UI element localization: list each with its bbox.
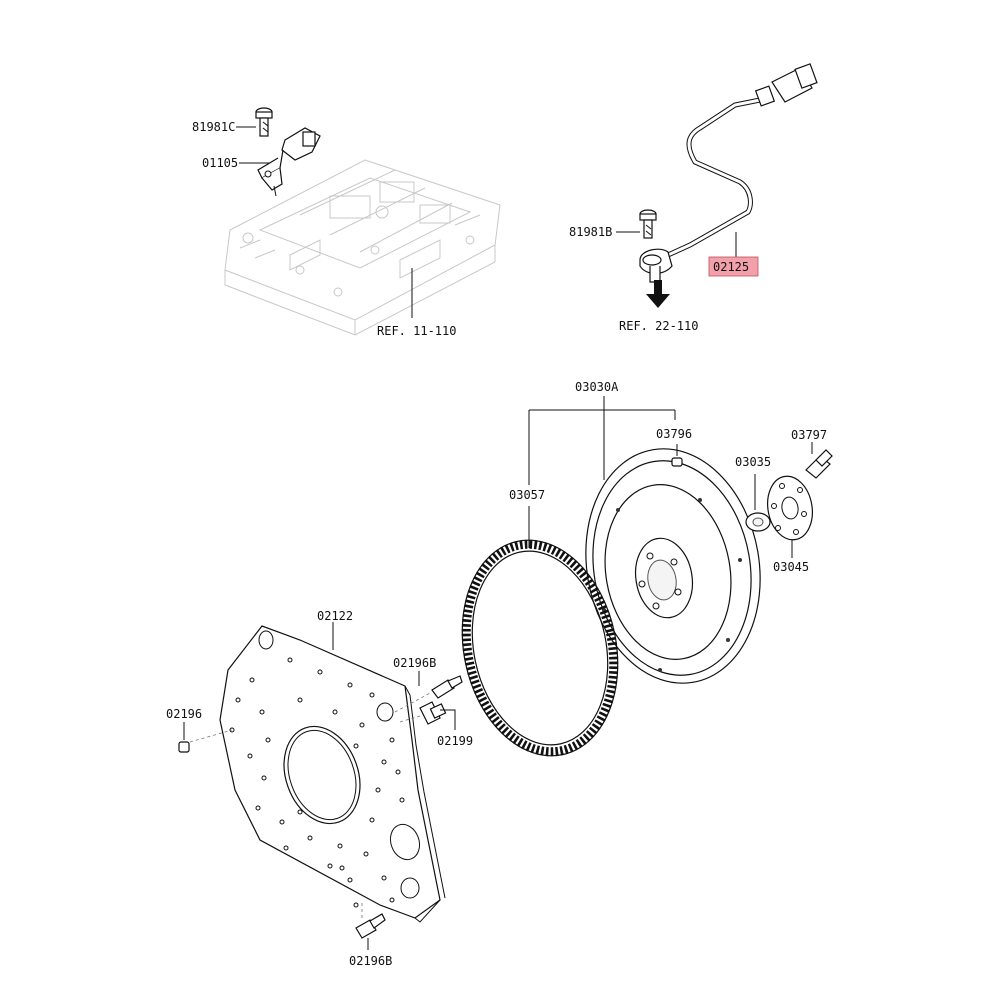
dowel-02196b-top[interactable] xyxy=(431,675,463,699)
leader-02199 xyxy=(440,709,456,730)
sensor-harness-02125[interactable] xyxy=(639,63,818,283)
label-81981c[interactable]: 81981C xyxy=(192,120,235,134)
bolt-02199[interactable] xyxy=(419,701,447,725)
label-03797[interactable]: 03797 xyxy=(791,428,827,442)
bolt-81981c[interactable] xyxy=(255,107,273,137)
label-01105[interactable]: 01105 xyxy=(202,156,238,170)
plate-03045[interactable] xyxy=(763,473,817,544)
label-03045[interactable]: 03045 xyxy=(773,560,809,574)
label-03035[interactable]: 03035 xyxy=(735,455,771,469)
label-ref-22-110[interactable]: REF. 22-110 xyxy=(619,319,698,333)
spacer-03035[interactable] xyxy=(745,512,771,532)
label-81981b[interactable]: 81981B xyxy=(569,225,612,239)
bolt-81981b[interactable] xyxy=(639,209,657,239)
label-02122[interactable]: 02122 xyxy=(317,609,353,623)
assembly-line-02196b-top xyxy=(394,691,433,713)
highlight-02125 xyxy=(708,256,759,277)
label-02196b-bottom[interactable]: 02196B xyxy=(349,954,392,968)
label-03796[interactable]: 03796 xyxy=(656,427,692,441)
dowel-03796[interactable] xyxy=(671,457,683,467)
sensor-01105[interactable] xyxy=(257,127,321,197)
label-03030a[interactable]: 03030A xyxy=(575,380,619,394)
valve-body-ghost xyxy=(224,159,501,336)
label-02196b-top[interactable]: 02196B xyxy=(393,656,436,670)
flywheel-03030a[interactable] xyxy=(568,435,778,697)
label-02199[interactable]: 02199 xyxy=(437,734,473,748)
label-ref-11-110[interactable]: REF. 11-110 xyxy=(377,324,456,338)
assembly-line-02196 xyxy=(189,729,233,743)
label-03057[interactable]: 03057 xyxy=(509,488,545,502)
drive-plate-02122[interactable] xyxy=(219,625,446,923)
ring-gear-03057[interactable] xyxy=(443,526,637,771)
arrow-down-icon xyxy=(646,280,670,308)
label-02196[interactable]: 02196 xyxy=(166,707,202,721)
leader-03030a xyxy=(528,396,676,485)
dowel-02196b-bottom[interactable] xyxy=(355,913,386,939)
bolt-03797[interactable] xyxy=(805,449,833,479)
label-02125[interactable]: 02125 xyxy=(713,260,749,274)
dowel-02196[interactable] xyxy=(178,741,190,753)
